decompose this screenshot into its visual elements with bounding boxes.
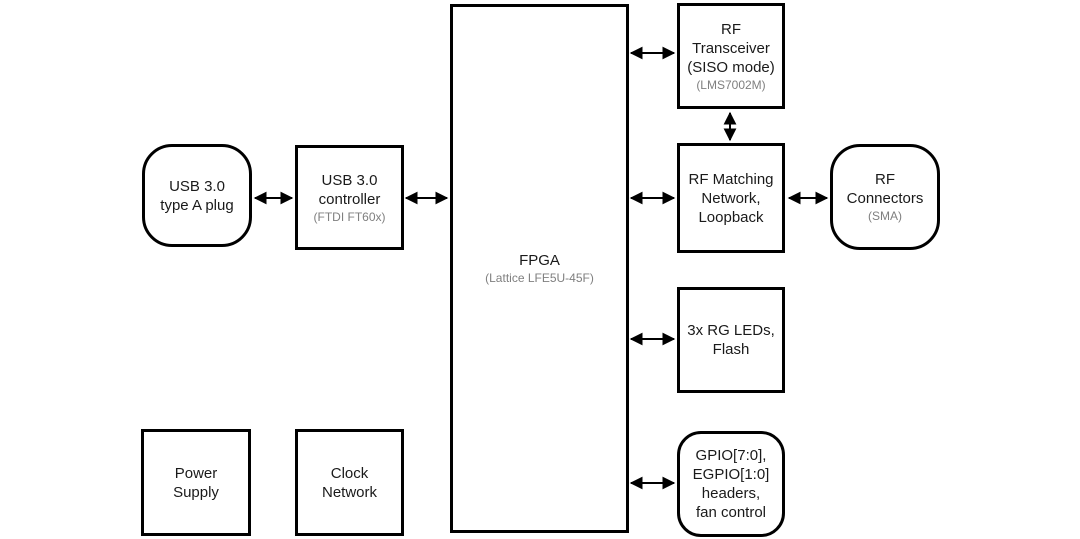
- block-power-supply-label: Power Supply: [173, 464, 219, 501]
- block-leds-flash: 3x RG LEDs, Flash: [677, 287, 785, 393]
- block-usb-plug: USB 3.0 type A plug: [142, 144, 252, 247]
- block-rf-matching-label: RF Matching Network, Loopback: [688, 170, 774, 226]
- block-usb-controller-subtitle: (FTDI FT60x): [313, 209, 386, 224]
- block-clock-network-label: Clock Network: [321, 464, 377, 501]
- block-rf-connectors-subtitle: (SMA): [868, 209, 902, 223]
- block-rf-transceiver-subtitle: (LMS7002M): [696, 77, 766, 92]
- block-usb-plug-label: USB 3.0 type A plug: [160, 177, 234, 214]
- block-rf-connectors-label: RF Connectors: [846, 171, 924, 207]
- block-rf-matching: RF Matching Network, Loopback: [677, 143, 785, 253]
- block-usb-controller-label: USB 3.0 controller: [318, 171, 381, 208]
- block-rf-transceiver-label: RF Transceiver (SISO mode): [687, 20, 775, 76]
- block-gpio-headers-label: GPIO[7:0], EGPIO[1:0] headers, fan contr…: [692, 447, 770, 521]
- block-leds-flash-label: 3x RG LEDs, Flash: [687, 322, 775, 358]
- block-gpio-headers: GPIO[7:0], EGPIO[1:0] headers, fan contr…: [677, 431, 785, 537]
- block-fpga-label: FPGA: [519, 252, 560, 269]
- block-fpga: FPGA (Lattice LFE5U-45F): [450, 4, 629, 533]
- block-rf-transceiver: RF Transceiver (SISO mode) (LMS7002M): [677, 3, 785, 109]
- block-clock-network: Clock Network: [295, 429, 404, 536]
- block-rf-connectors: RF Connectors (SMA): [830, 144, 940, 250]
- block-usb-controller: USB 3.0 controller (FTDI FT60x): [295, 145, 404, 250]
- block-fpga-subtitle: (Lattice LFE5U-45F): [485, 271, 594, 285]
- block-power-supply: Power Supply: [141, 429, 251, 536]
